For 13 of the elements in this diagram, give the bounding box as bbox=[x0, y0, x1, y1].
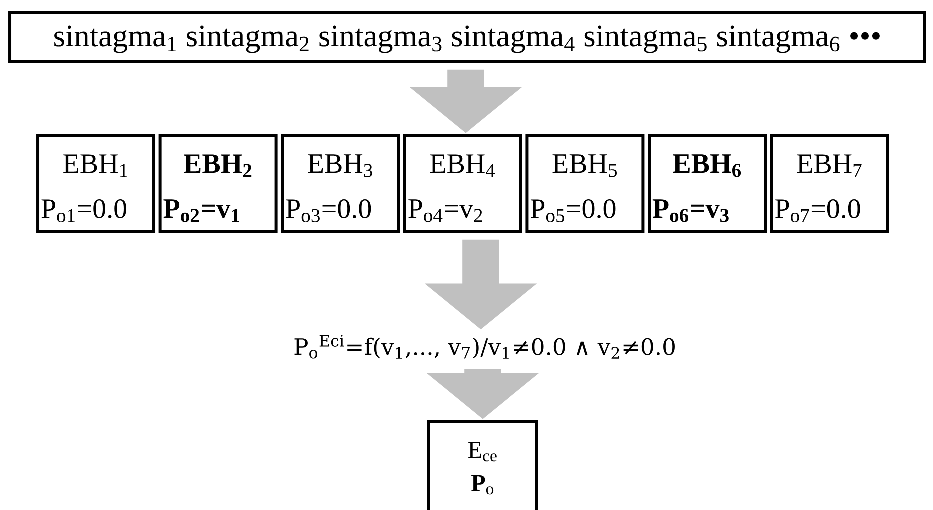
block-arrow bbox=[426, 369, 540, 420]
ebh-box: EBH$_{5}$ P$_{o5}$=0.0 bbox=[526, 134, 645, 234]
block-arrow bbox=[424, 240, 538, 330]
ebh-box: EBH$_{6}$ P$_{o6}$=v$_{3}$ bbox=[648, 134, 767, 234]
ebh-box: EBH$_{1}$ P$_{o1}$=0.0 bbox=[36, 134, 156, 234]
ebh-box: EBH$_{4}$ P$_{o4}$=v$_{2}$ bbox=[403, 134, 522, 234]
ebh-box: EBH$_{2}$ P$_{o2}$=v$_{1}$ bbox=[158, 134, 278, 234]
result-box: E$_{ce}$ P$_{o}$ bbox=[428, 420, 538, 510]
sentence-box: sintagma$_{1}$ sintagma$_{2}$ sintagma$_{3}$ sintagma$_{4}$ sintagma$_{5}$ sintagma$_{6}$ ••• bbox=[8, 12, 926, 64]
formula-text: P$_{o}$$^{Eci}$=f(v$_{1}$,..., v$_{7}$)/v$_{1}$≠0.0 ∧ v$_{2}$≠0.0 bbox=[294, 335, 675, 359]
block-arrow bbox=[410, 70, 522, 134]
ebh-box: EBH$_{7}$ P$_{o7}$=0.0 bbox=[770, 134, 890, 234]
ebh-box: EBH$_{3}$ P$_{o3}$=0.0 bbox=[281, 134, 400, 234]
